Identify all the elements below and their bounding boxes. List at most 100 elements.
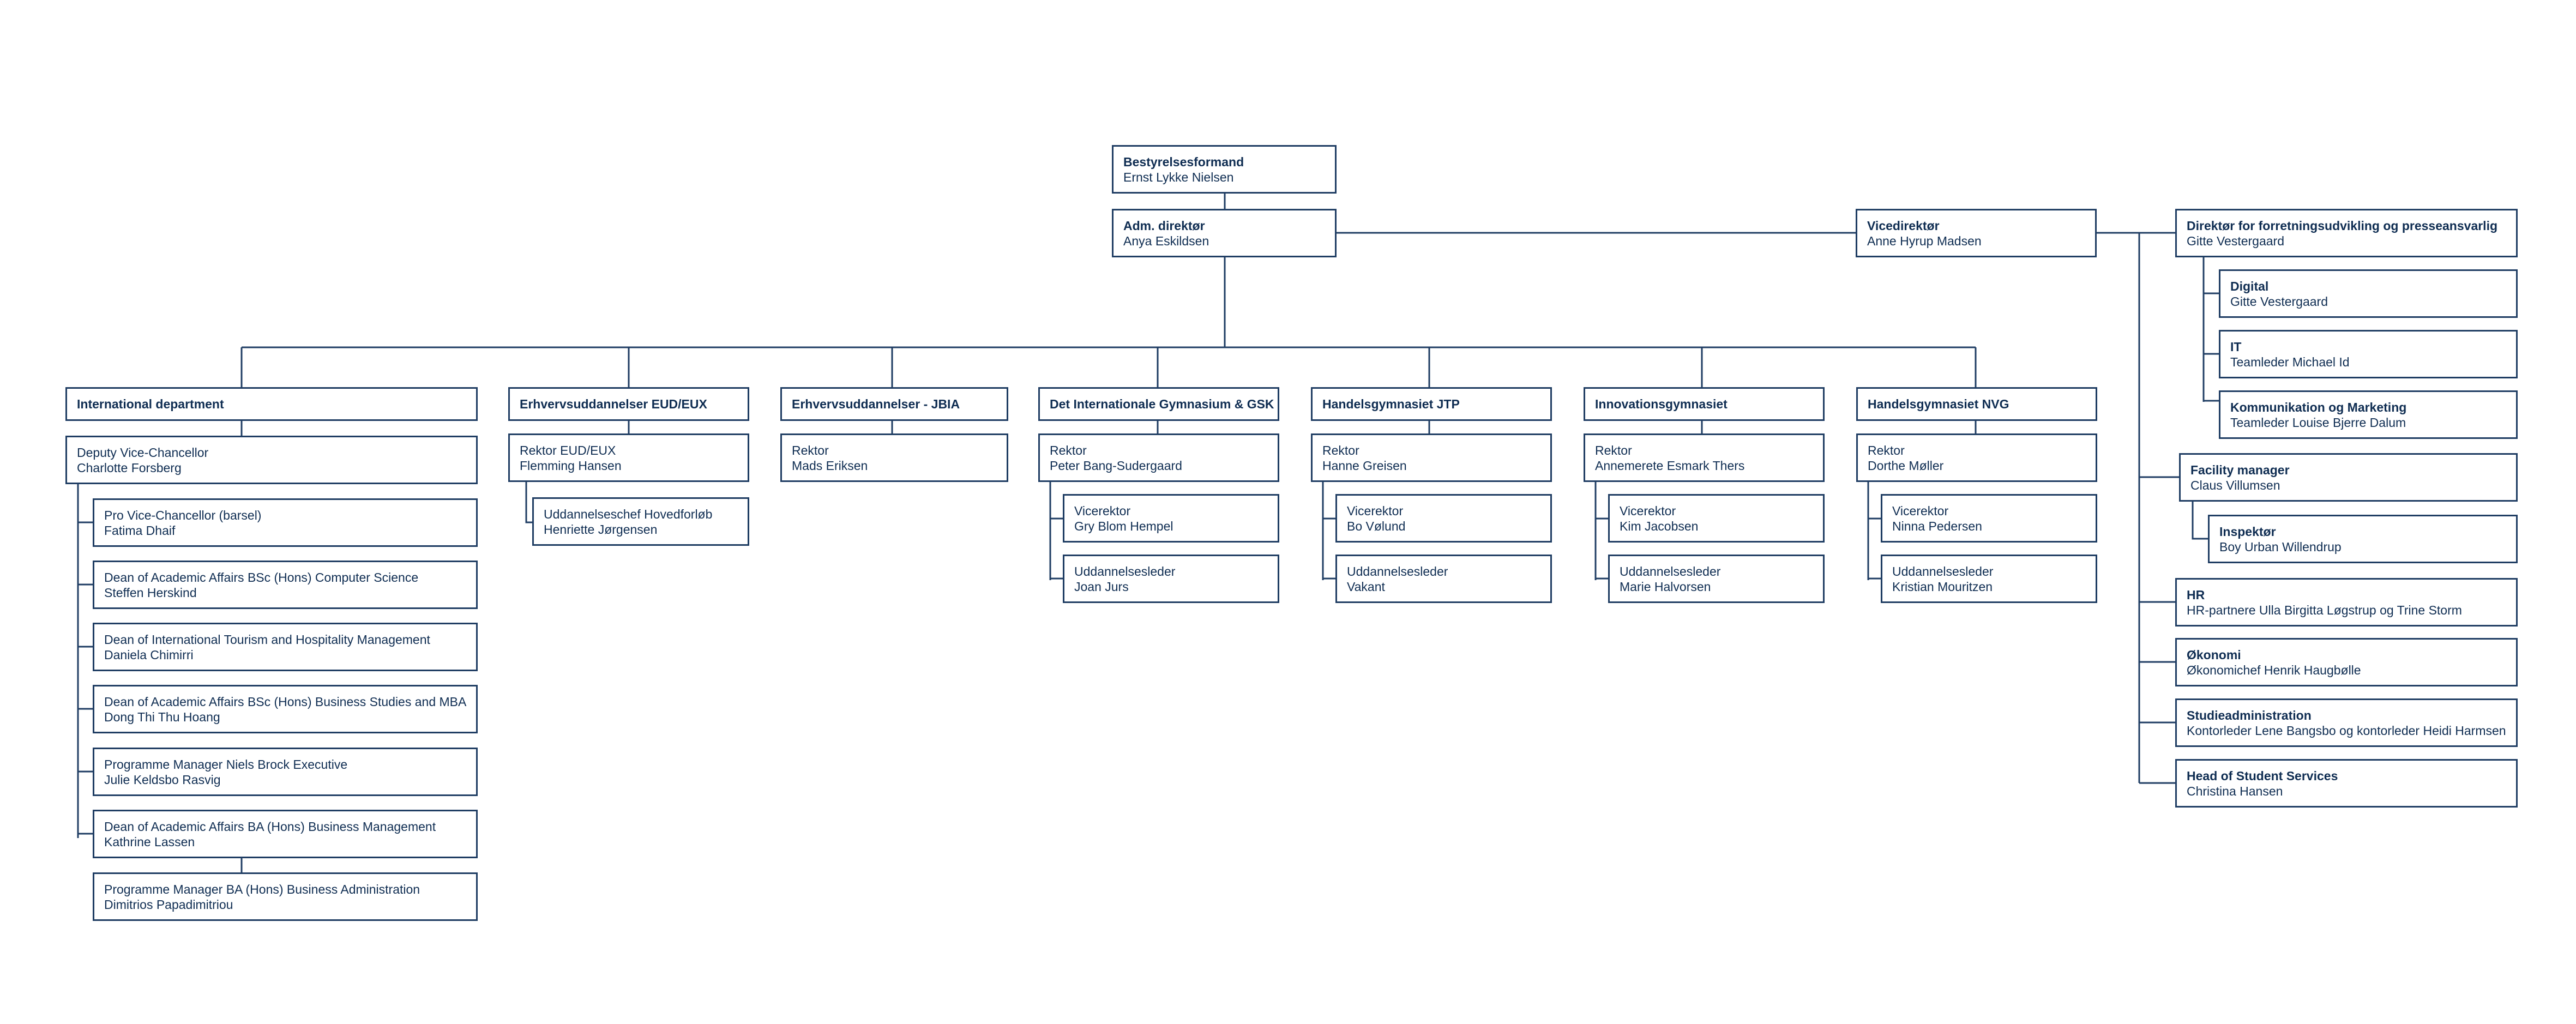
jtp-head-title: Handelsgymnasiet JTP <box>1322 397 1460 411</box>
it-title: IT <box>2230 340 2242 354</box>
innov-leder-role: Uddannelsesleder <box>1620 564 1721 579</box>
inspektor-name: Boy Urban Willendrup <box>2219 540 2342 554</box>
facility-title: Facility manager <box>2190 463 2290 477</box>
innov-rektor-role: Rektor <box>1595 443 1632 457</box>
jtp-head-box: Handelsgymnasiet JTP <box>1311 387 1552 421</box>
innov-vice-box: Vicerektor Kim Jacobsen <box>1608 494 1825 543</box>
inspektor-box: Inspektør Boy Urban Willendrup <box>2208 515 2518 563</box>
jtp-rektor-role: Rektor <box>1322 443 1359 457</box>
ceo-box: Adm. direktør Anya Eskildsen <box>1112 209 1337 257</box>
intl-item-role: Dean of Academic Affairs BA (Hons) Busin… <box>104 820 436 834</box>
ceo-title: Adm. direktør <box>1123 219 1205 233</box>
intl-item-role: Programme Manager Niels Brock Executive <box>104 757 348 772</box>
intl-deputy-name: Charlotte Forsberg <box>77 461 182 475</box>
gsk-vice-name: Gry Blom Hempel <box>1074 519 1173 533</box>
intl-item-name: Dong Thi Thu Hoang <box>104 710 220 724</box>
gsk-rektor-name: Peter Bang-Sudergaard <box>1050 459 1182 473</box>
director-name: Gitte Vestergaard <box>2187 234 2284 248</box>
nvg-vice-name: Ninna Pedersen <box>1892 519 1982 533</box>
gsk-vice-box: Vicerektor Gry Blom Hempel <box>1063 494 1279 543</box>
nvg-head-box: Handelsgymnasiet NVG <box>1856 387 2097 421</box>
connector-eud-tree <box>525 480 533 523</box>
nvg-head-title: Handelsgymnasiet NVG <box>1868 397 2009 411</box>
eud-head-title: Erhvervsuddannelser EUD/EUX <box>520 397 707 411</box>
komm-title: Kommunikation og Marketing <box>2230 400 2407 414</box>
okonomi-title: Økonomi <box>2187 648 2241 662</box>
eud-rektor-role: Rektor EUD/EUX <box>520 443 616 457</box>
digital-box: Digital Gitte Vestergaard <box>2219 269 2518 318</box>
eud-sub-box: Uddannelseschef Hovedforløb Henriette Jø… <box>532 497 749 546</box>
intl-item-role: Dean of Academic Affairs BSc (Hons) Busi… <box>104 695 467 709</box>
intl-item-box: Pro Vice-Chancellor (barsel) Fatima Dhai… <box>93 498 478 547</box>
nvg-leder-box: Uddannelsesleder Kristian Mouritzen <box>1881 555 2097 603</box>
intl-head-title: International department <box>77 397 224 411</box>
eud-head-box: Erhvervsuddannelser EUD/EUX <box>508 387 749 421</box>
eud-sub-role: Uddannelseschef Hovedforløb <box>544 507 713 521</box>
nvg-leder-name: Kristian Mouritzen <box>1892 580 1993 594</box>
nvg-rektor-box: Rektor Dorthe Møller <box>1856 433 2097 482</box>
nvg-vice-role: Vicerektor <box>1892 504 1949 518</box>
chair-title: Bestyrelsesformand <box>1123 155 1244 169</box>
digital-title: Digital <box>2230 279 2269 293</box>
gsk-head-title: Det Internationale Gymnasium & GSK <box>1050 397 1274 411</box>
student-services-title: Head of Student Services <box>2187 769 2338 783</box>
intl-deputy-role: Deputy Vice-Chancellor <box>77 445 209 460</box>
innov-rektor-box: Rektor Annemerete Esmark Thers <box>1584 433 1825 482</box>
gsk-leder-box: Uddannelsesleder Joan Jurs <box>1063 555 1279 603</box>
nvg-leder-role: Uddannelsesleder <box>1892 564 1994 579</box>
innov-head-box: Innovationsgymnasiet <box>1584 387 1825 421</box>
komm-box: Kommunikation og Marketing Teamleder Lou… <box>2219 390 2518 439</box>
director-title: Direktør for forretningsudvikling og pre… <box>2187 219 2498 233</box>
director-box: Direktør for forretningsudvikling og pre… <box>2175 209 2518 257</box>
intl-item-role: Pro Vice-Chancellor (barsel) <box>104 508 262 522</box>
eud-rektor-name: Flemming Hansen <box>520 459 622 473</box>
jtp-vice-name: Bo Vølund <box>1347 519 1406 533</box>
gsk-head-box: Det Internationale Gymnasium & GSK <box>1038 387 1279 421</box>
gsk-leder-role: Uddannelsesleder <box>1074 564 1176 579</box>
intl-item-name: Julie Keldsbo Rasvig <box>104 773 221 787</box>
komm-name: Teamleder Louise Bjerre Dalum <box>2230 415 2406 430</box>
ceo-name: Anya Eskildsen <box>1123 234 1209 248</box>
okonomi-name: Økonomichef Henrik Haugbølle <box>2187 663 2361 677</box>
hr-box: HR HR-partnere Ulla Birgitta Løgstrup og… <box>2175 578 2518 627</box>
intl-deputy-box: Deputy Vice-Chancellor Charlotte Forsber… <box>65 436 478 484</box>
student-services-name: Christina Hansen <box>2187 784 2283 798</box>
connector-facility-tree <box>2192 502 2209 540</box>
studieadministration-box: Studieadministration Kontorleder Lene Ba… <box>2175 698 2518 747</box>
facility-box: Facility manager Claus Villumsen <box>2179 453 2518 502</box>
intl-item-box: Dean of International Tourism and Hospit… <box>93 623 478 671</box>
intl-item-box: Dean of Academic Affairs BSc (Hons) Busi… <box>93 685 478 733</box>
hr-title: HR <box>2187 588 2205 602</box>
nvg-rektor-role: Rektor <box>1868 443 1905 457</box>
innov-head-title: Innovationsgymnasiet <box>1595 397 1728 411</box>
intl-head-box: International department <box>65 387 478 421</box>
intl-item-box: Programme Manager Niels Brock Executive … <box>93 748 478 796</box>
okonomi-box: Økonomi Økonomichef Henrik Haugbølle <box>2175 638 2518 686</box>
innov-vice-name: Kim Jacobsen <box>1620 519 1699 533</box>
jbia-rektor-name: Mads Eriksen <box>792 459 868 473</box>
eud-rektor-box: Rektor EUD/EUX Flemming Hansen <box>508 433 749 482</box>
nvg-rektor-name: Dorthe Møller <box>1868 459 1944 473</box>
chair-box: Bestyrelsesformand Ernst Lykke Nielsen <box>1112 145 1337 194</box>
jtp-vice-role: Vicerektor <box>1347 504 1404 518</box>
jbia-rektor-role: Rektor <box>792 443 829 457</box>
student-services-box: Head of Student Services Christina Hanse… <box>2175 759 2518 808</box>
intl-item-box: Dean of Academic Affairs BA (Hons) Busin… <box>93 810 478 858</box>
vice-director-name: Anne Hyrup Madsen <box>1867 234 1982 248</box>
facility-name: Claus Villumsen <box>2190 478 2280 492</box>
innov-leder-box: Uddannelsesleder Marie Halvorsen <box>1608 555 1825 603</box>
studieadministration-name: Kontorleder Lene Bangsbo og kontorleder … <box>2187 724 2506 738</box>
eud-sub-name: Henriette Jørgensen <box>544 522 658 537</box>
jbia-head-box: Erhvervsuddannelser - JBIA <box>780 387 1008 421</box>
gsk-vice-role: Vicerektor <box>1074 504 1131 518</box>
innov-rektor-name: Annemerete Esmark Thers <box>1595 459 1745 473</box>
intl-item-name: Steffen Herskind <box>104 586 197 600</box>
jtp-leder-name: Vakant <box>1347 580 1385 594</box>
chair-name: Ernst Lykke Nielsen <box>1123 170 1234 184</box>
innov-vice-role: Vicerektor <box>1620 504 1676 518</box>
jtp-rektor-name: Hanne Greisen <box>1322 459 1407 473</box>
intl-item-name: Daniela Chimirri <box>104 648 194 662</box>
digital-name: Gitte Vestergaard <box>2230 294 2328 309</box>
it-box: IT Teamleder Michael Id <box>2219 330 2518 378</box>
